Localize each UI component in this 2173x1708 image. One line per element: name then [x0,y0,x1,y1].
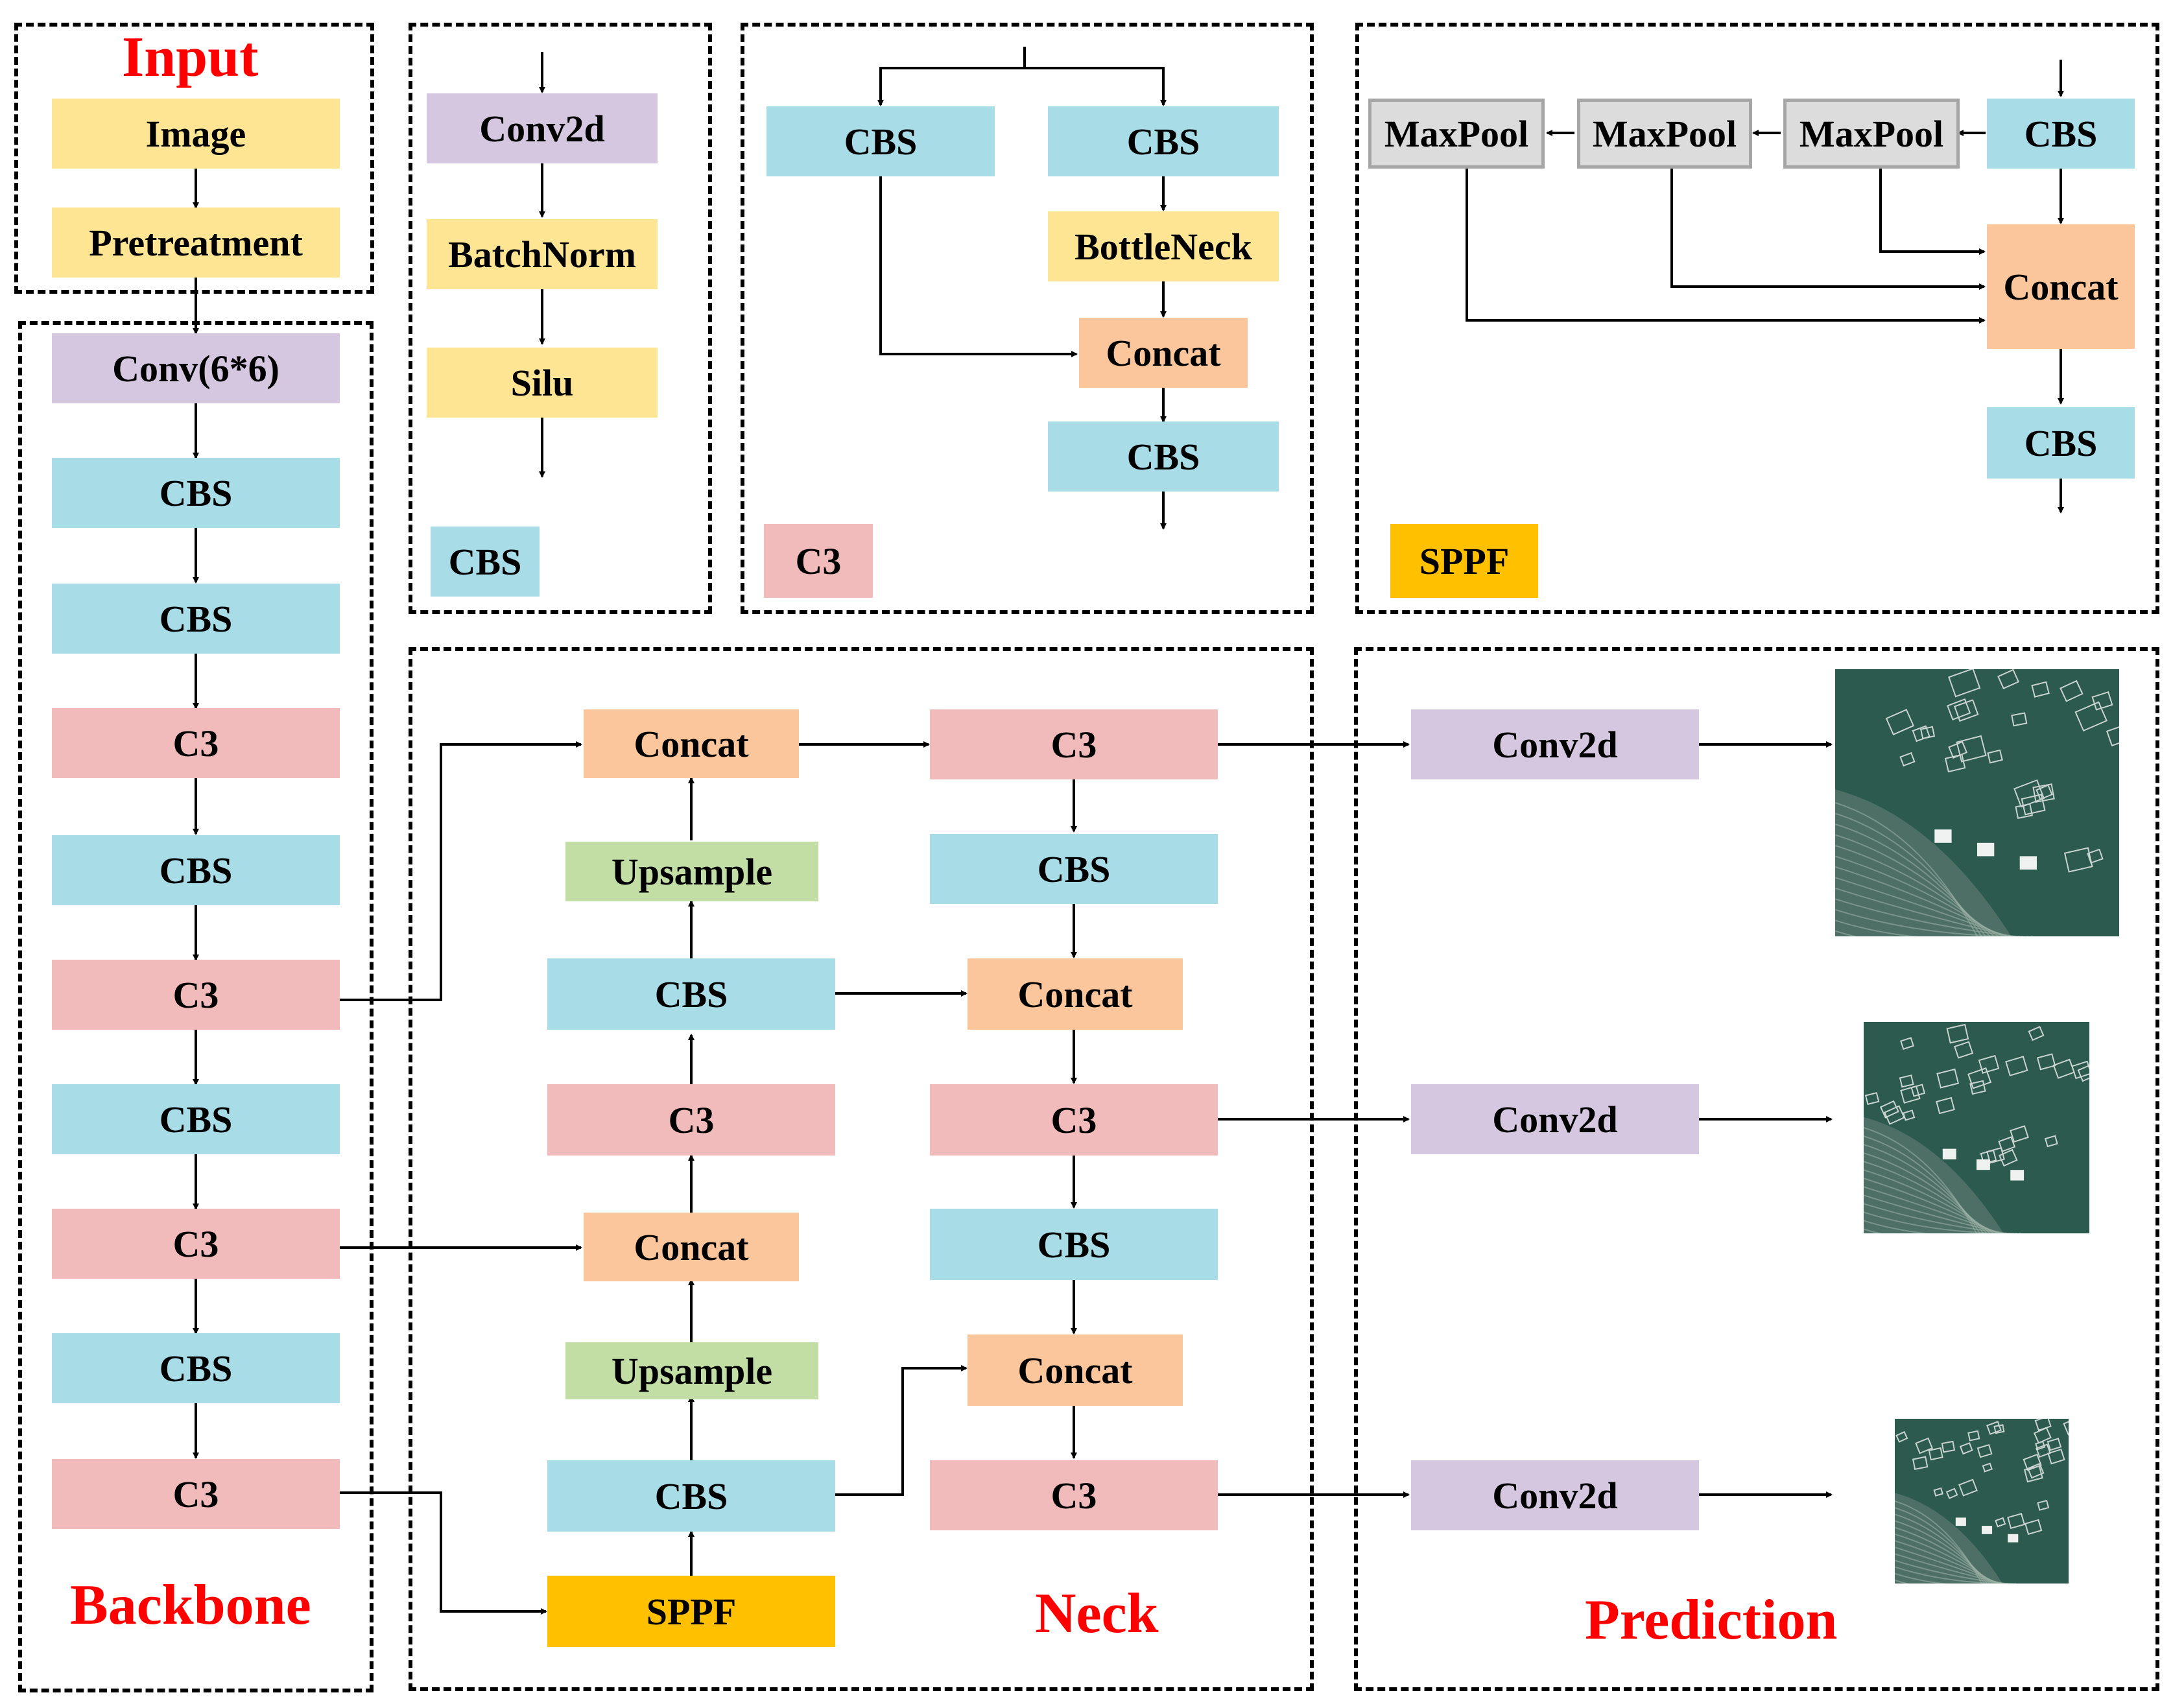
arrow-sppf-mp2-concat [1670,167,1986,290]
input-title: Input [122,26,259,89]
sppf-legend: SPPF [1390,524,1538,598]
c3-legend: C3 [764,524,873,598]
neck-concat-top: Concat [584,709,799,778]
backbone-cbs-2: CBS [52,584,340,654]
c3-out-cbs: CBS [1048,421,1279,492]
backbone-c3-3: C3 [52,1209,340,1279]
image-block: Image [52,99,340,169]
neck-sppf: SPPF [547,1576,835,1647]
aerial-image-medium [1864,1022,2089,1233]
cbs-conv2d: Conv2d [427,93,658,163]
c3-left-cbs: CBS [766,106,995,176]
pretreatment-block: Pretreatment [52,208,340,278]
backbone-cbs-3: CBS [52,835,340,905]
backbone-cbs-5: CBS [52,1333,340,1403]
prediction-conv2d-3: Conv2d [1411,1460,1699,1530]
cbs-silu: Silu [427,348,658,418]
arrow-bb-c3a-neck [337,741,582,1001]
neck-right-concat-2: Concat [968,1334,1183,1406]
backbone-cbs-1: CBS [52,458,340,528]
neck-concat-mid: Concat [584,1213,799,1281]
backbone-c3-1: C3 [52,708,340,778]
prediction-conv2d-1: Conv2d [1411,709,1699,779]
neck-right-cbs-1: CBS [930,834,1218,904]
backbone-title: Backbone [70,1574,311,1637]
neck-c3-left: C3 [547,1084,835,1156]
prediction-conv2d-2: Conv2d [1411,1084,1699,1154]
arrow-c3-split-left [877,47,1026,106]
neck-upsample-top: Upsample [565,842,818,901]
c3-right-cbs: CBS [1048,106,1279,176]
neck-section [409,647,1314,1691]
backbone-c3-4: C3 [52,1459,340,1529]
neck-right-c3-3: C3 [930,1460,1218,1530]
sppf-out-cbs: CBS [1987,407,2135,479]
c3-concat: Concat [1079,318,1248,388]
backbone-conv6x6: Conv(6*6) [52,333,340,403]
c3-bottleneck: BottleNeck [1048,211,1279,281]
sppf-maxpool-3: MaxPool [1783,99,1960,169]
arrow-sppf-mp3-concat [1879,167,1986,255]
backbone-cbs-4: CBS [52,1084,340,1154]
input-section [14,23,374,294]
neck-cbs-mid: CBS [547,958,835,1030]
sppf-maxpool-1: MaxPool [1368,99,1545,169]
neck-title: Neck [1035,1582,1159,1645]
sppf-concat: Concat [1987,224,2135,349]
aerial-image-small [1895,1419,2069,1583]
arrow-c3-split-right [1025,67,1167,106]
neck-right-c3-2: C3 [930,1084,1218,1156]
sppf-maxpool-2: MaxPool [1577,99,1752,169]
neck-upsample-bottom: Upsample [565,1342,818,1399]
aerial-image-graphic [1864,1022,2089,1233]
aerial-image-graphic [1895,1419,2069,1583]
arrow-bb-c3c-sppf [337,1491,547,1615]
neck-right-concat-1: Concat [968,958,1183,1030]
arrow-c3-left-concat [879,175,1078,357]
backbone-c3-2: C3 [52,960,340,1030]
sppf-module-section [1355,23,2159,614]
neck-right-c3-1: C3 [930,709,1218,779]
neck-right-cbs-2: CBS [930,1209,1218,1280]
aerial-image-large [1835,669,2119,936]
aerial-image-graphic [1835,669,2119,936]
neck-cbs-bottom: CBS [547,1460,835,1532]
arrow-sppf-mp1-concat [1466,167,1986,324]
prediction-title: Prediction [1585,1589,1838,1652]
cbs-legend: CBS [431,527,540,597]
cbs-batchnorm: BatchNorm [427,219,658,289]
arrow-neck-cbs-concat2 [835,1365,968,1496]
c3-module-section [741,23,1314,614]
sppf-in-cbs: CBS [1987,99,2135,169]
cbs-module-section [409,23,712,614]
prediction-section [1354,647,2159,1691]
